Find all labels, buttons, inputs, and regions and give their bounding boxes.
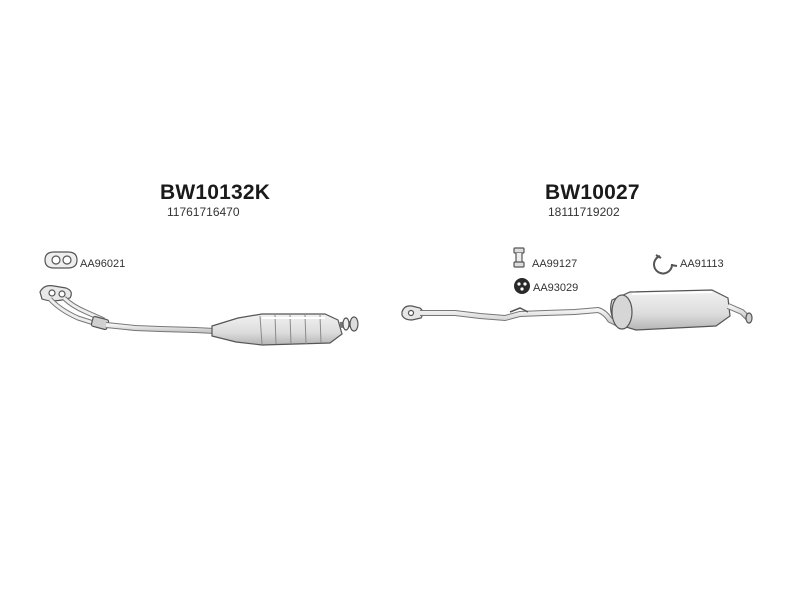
gasket-icon [44,251,78,269]
hanger-icon [513,247,525,268]
accessory-label-gasket: AA96021 [80,258,126,270]
front-pipe-catalytic-converter [39,285,359,346]
part-number-rear: BW10027 [545,181,640,204]
part-number-front: BW10132K [160,181,271,204]
accessory-label-rubber-mount: AA93029 [533,282,579,294]
clamp-ring-icon [653,254,678,275]
oe-number-rear: 18111719202 [548,205,620,219]
accessory-label-hanger: AA99127 [532,258,578,270]
rubber-mount-icon [514,278,530,294]
accessory-label-clamp: AA91113 [680,258,724,270]
oe-number-front: 11761716470 [167,205,240,219]
rear-silencer-assembly [401,289,753,331]
